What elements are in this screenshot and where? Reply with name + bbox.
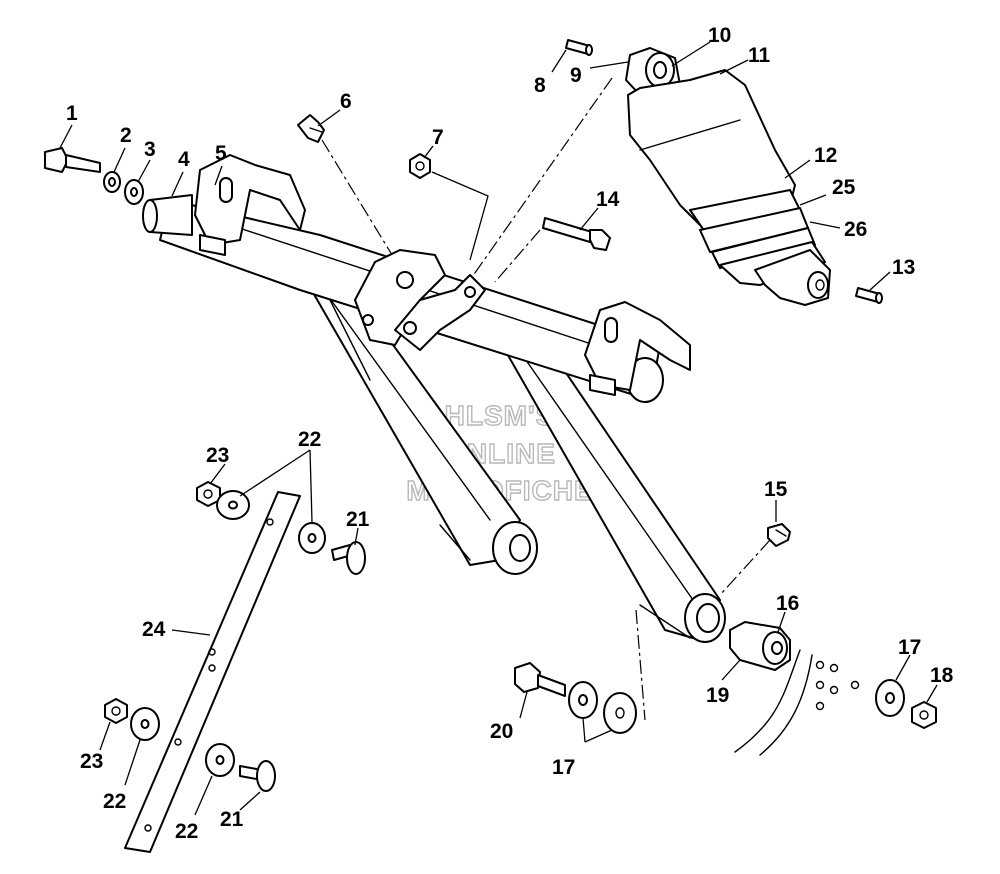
grease-fitting-6	[297, 114, 325, 143]
callout-22-lower-right: 22	[175, 820, 198, 843]
callout-14: 14	[596, 188, 620, 211]
callout-13: 13	[892, 256, 915, 279]
callout-9: 9	[570, 64, 582, 87]
callout-7: 7	[432, 126, 444, 149]
pivot-bolt-group	[44, 147, 193, 236]
callout-1: 1	[66, 102, 78, 125]
callout-26: 26	[844, 218, 867, 241]
bushing-16	[729, 621, 791, 671]
swing-arm	[159, 154, 726, 643]
callout-10: 10	[708, 24, 731, 47]
pin-13	[855, 287, 883, 304]
assembly-lines	[321, 77, 771, 721]
callout-8: 8	[534, 74, 546, 97]
bolt-20	[514, 662, 566, 697]
callout-19: 19	[706, 684, 729, 707]
shock-absorber	[625, 47, 831, 306]
callout-20: 20	[490, 720, 513, 743]
pin-8	[565, 39, 593, 56]
washers-17-lower	[568, 681, 637, 734]
callout-4: 4	[178, 148, 190, 171]
callout-21-lower: 21	[220, 808, 244, 831]
side-plate-fragment	[734, 649, 860, 756]
callout-2: 2	[120, 124, 132, 147]
callout-24: 24	[142, 618, 166, 641]
callout-23-upper: 23	[206, 444, 229, 467]
callout-25: 25	[832, 176, 856, 199]
grease-fitting-15	[767, 523, 791, 547]
callout-12: 12	[814, 144, 837, 167]
callout-18: 18	[930, 664, 954, 687]
strap-assembly	[104, 481, 366, 853]
callout-17-right: 17	[898, 636, 921, 659]
washer-17-right	[875, 679, 905, 717]
callout-6: 6	[340, 90, 352, 113]
callout-21-upper: 21	[346, 508, 370, 531]
callout-5: 5	[215, 142, 227, 165]
callouts: 1 2 3 4 5 6 7 8 9 10 11 12 13 14 15 16 1…	[66, 24, 954, 843]
nut-18	[911, 701, 937, 729]
callout-17-lower: 17	[552, 756, 575, 779]
callout-3: 3	[144, 138, 156, 161]
callout-22-lower-left: 22	[103, 790, 126, 813]
callout-16: 16	[776, 592, 799, 615]
callout-22-upper: 22	[298, 428, 321, 451]
leader-lines	[59, 41, 938, 816]
callout-15: 15	[764, 478, 788, 501]
bolt-14	[542, 217, 611, 251]
callout-11: 11	[748, 44, 771, 67]
callout-23-lower: 23	[80, 750, 103, 773]
nut-7	[409, 153, 431, 179]
